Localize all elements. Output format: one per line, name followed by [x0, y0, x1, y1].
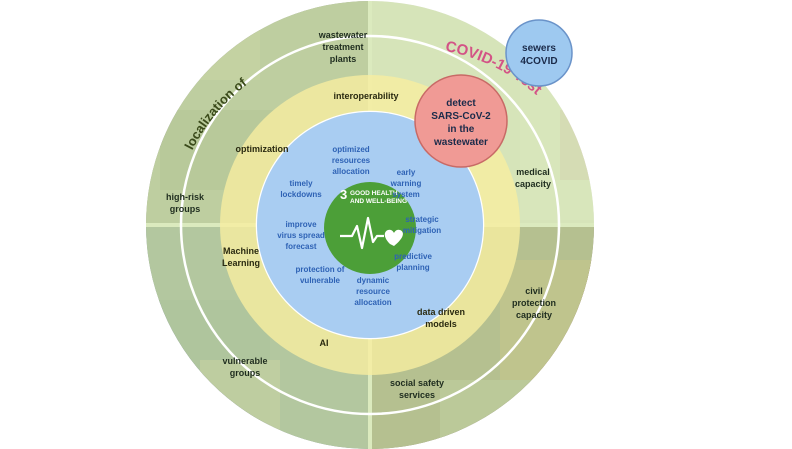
highrisk-line-2: groups — [170, 204, 201, 214]
dynamic-line-2: resource — [356, 287, 390, 296]
ml-line-1: Machine — [223, 246, 259, 256]
label-predictive-planning: predictive planning — [394, 252, 432, 272]
strategic-line-1: strategic — [405, 215, 439, 224]
detect-line-4: wastewater — [433, 137, 488, 148]
medical-line-1: medical — [516, 167, 550, 177]
label-ai: AI — [320, 338, 329, 348]
label-protection-of-vulnerable: protection of vulnerable — [296, 265, 345, 285]
sdg3-badge: 3 GOOD HEALTH AND WELL-BEING — [324, 182, 416, 274]
detect-line-2: SARS-CoV-2 — [431, 111, 491, 122]
improve-line-2: virus spread — [277, 231, 325, 240]
strategic-line-2: mitigation — [403, 226, 441, 235]
label-strategic-mitigation: strategic mitigation — [403, 215, 441, 235]
label-optimization: optimization — [236, 144, 289, 154]
social-line-2: services — [399, 390, 435, 400]
detect-line-3: in the — [448, 124, 475, 135]
detect-line-1: detect — [446, 98, 476, 109]
early-line-3: system — [392, 190, 420, 199]
civil-line-2: protection — [512, 298, 556, 308]
wastewater-line-1: wastewater — [318, 30, 368, 40]
predictive-line-1: predictive — [394, 252, 432, 261]
sewers-line-1: sewers — [522, 43, 556, 54]
wastewater-line-2: treatment — [322, 42, 363, 52]
timely-line-2: lockdowns — [280, 190, 322, 199]
label-interoperability: interoperability — [333, 91, 398, 101]
civil-line-1: civil — [525, 286, 543, 296]
label-social-safety-services: social safety services — [390, 378, 444, 400]
label-improve-virus-spread-forecast: improve virus spread forecast — [277, 220, 325, 251]
sdg3-title-line1: GOOD HEALTH — [350, 190, 398, 197]
highrisk-line-1: high-risk — [166, 192, 205, 202]
heart-icon — [384, 229, 403, 246]
ml-line-2: Learning — [222, 258, 260, 268]
timely-line-1: timely — [289, 179, 313, 188]
optimized-line-1: optimized — [332, 145, 369, 154]
predictive-line-2: planning — [396, 263, 429, 272]
data-driven-line-2: models — [425, 319, 457, 329]
early-line-2: warning — [390, 179, 422, 188]
sdg3-number: 3 — [340, 187, 347, 202]
early-line-1: early — [397, 168, 416, 177]
label-timely-lockdowns: timely lockdowns — [280, 179, 322, 199]
improve-line-3: forecast — [285, 242, 316, 251]
medical-line-2: capacity — [515, 179, 551, 189]
sdg3-title-line2: AND WELL-BEING — [350, 198, 407, 205]
protection-line-2: vulnerable — [300, 276, 341, 285]
dynamic-line-1: dynamic — [357, 276, 390, 285]
protection-line-1: protection of — [296, 265, 345, 274]
outer-ring-border — [179, 34, 561, 416]
sewers4covid-bubble: sewers 4COVID — [505, 19, 573, 87]
wastewater-line-3: plants — [330, 54, 357, 64]
label-data-driven-models: data driven models — [417, 307, 465, 329]
label-wastewater-treatment-plants: wastewater treatment plants — [318, 30, 368, 64]
heartbeat-icon — [340, 216, 384, 250]
vulnerable-line-1: vulnerable — [222, 356, 267, 366]
data-driven-line-1: data driven — [417, 307, 465, 317]
label-vulnerable-groups: vulnerable groups — [222, 356, 267, 378]
label-optimized-resources-allocation: optimized resources allocation — [332, 145, 371, 176]
optimized-line-2: resources — [332, 156, 371, 165]
vulnerable-line-2: groups — [230, 368, 261, 378]
improve-line-1: improve — [285, 220, 317, 229]
detect-sarscov2-bubble: detect SARS-CoV-2 in the wastewater — [414, 74, 508, 168]
sewers-line-2: 4COVID — [520, 56, 557, 67]
label-machine-learning: Machine Learning — [222, 246, 260, 268]
label-medical-capacity: medical capacity — [515, 167, 551, 189]
label-early-warning-system: early warning system — [390, 168, 422, 199]
civil-line-3: capacity — [516, 310, 552, 320]
label-dynamic-resource-allocation: dynamic resource allocation — [354, 276, 391, 307]
optimized-line-3: allocation — [332, 167, 369, 176]
label-high-risk-groups: high-risk groups — [166, 192, 205, 214]
label-civil-protection-capacity: civil protection capacity — [512, 286, 556, 320]
social-line-1: social safety — [390, 378, 444, 388]
dynamic-line-3: allocation — [354, 298, 391, 307]
